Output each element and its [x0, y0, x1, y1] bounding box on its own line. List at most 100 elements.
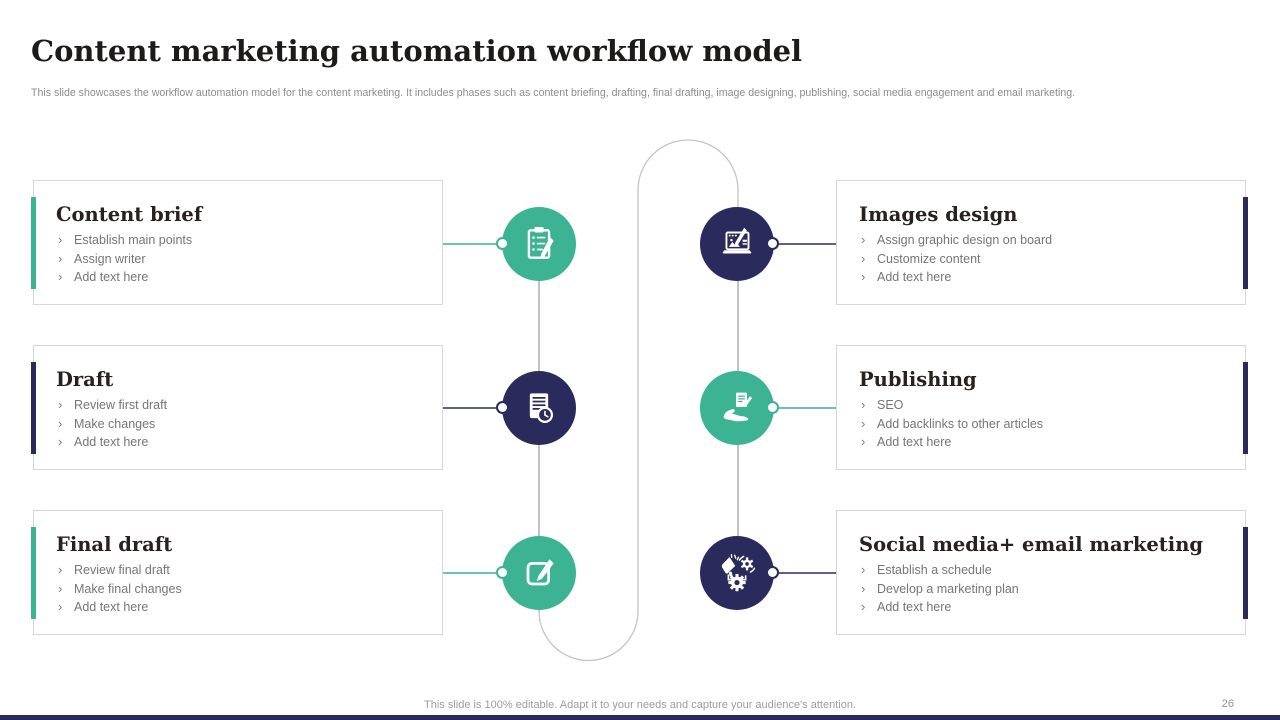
step-title: Social media+ email marketing	[859, 533, 1204, 556]
node-images-design	[700, 207, 774, 281]
step-box-social-email: Social media+ email marketing › Establish…	[836, 510, 1248, 635]
bullet-text: Assign graphic design on board	[877, 233, 1053, 247]
connector-dot	[496, 401, 509, 414]
list-item: › Add backlinks to other articles	[861, 415, 1245, 434]
accent-bar	[31, 197, 36, 289]
list-item: › Review first draft	[58, 396, 442, 415]
bullet-chevron-icon: ›	[58, 434, 63, 449]
design-laptop-icon	[722, 227, 752, 254]
list-item: › Develop a marketing plan	[861, 580, 1245, 599]
footer-note: This slide is 100% editable. Adapt it to…	[424, 699, 856, 711]
bullet-chevron-icon: ›	[861, 269, 866, 284]
edit-pencil-icon	[526, 559, 554, 586]
step-bullet-list: › SEO › Add backlinks to other articles › A…	[837, 396, 1245, 452]
accent-bar	[1243, 527, 1248, 619]
bullet-text: Add text here	[74, 270, 149, 284]
bullet-text: Develop a marketing plan	[877, 581, 1019, 596]
connector-dot	[496, 237, 509, 250]
bullet-chevron-icon: ›	[58, 269, 63, 284]
bullet-text: SEO	[877, 398, 904, 412]
step-box-draft: Draft › Review first draft › Make changes …	[31, 345, 443, 470]
bullet-text: Customize content	[877, 251, 981, 266]
bullet-text: Assign writer	[74, 251, 146, 266]
step-bullet-list: › Review first draft › Make changes › Add t…	[34, 396, 442, 452]
step-box-content-brief: Content brief › Establish main points › As…	[31, 180, 443, 305]
connector-dot	[766, 237, 779, 250]
bullet-chevron-icon: ›	[861, 415, 866, 431]
list-item: › Make final changes	[58, 580, 442, 599]
list-item: › Assign writer	[58, 250, 442, 269]
bullet-chevron-icon: ›	[861, 232, 866, 247]
list-item: › Make changes	[58, 415, 442, 434]
step-title: Images design	[859, 203, 1018, 226]
step-box-publishing: Publishing › SEO › Add backlinks to other …	[836, 345, 1248, 470]
bullet-text: Establish a schedule	[877, 563, 992, 577]
node-final-draft	[502, 536, 576, 610]
node-publishing	[700, 371, 774, 445]
list-item: › Establish a schedule	[861, 561, 1245, 580]
step-title: Publishing	[859, 368, 977, 391]
bullet-text: Add text here	[74, 600, 149, 614]
list-item: › Add text here	[861, 433, 1245, 452]
bullet-text: Review final draft	[74, 563, 170, 577]
accent-bar	[31, 362, 36, 454]
list-item: › Add text here	[58, 433, 442, 452]
node-content-brief	[502, 207, 576, 281]
accent-bar	[31, 527, 36, 619]
step-bullet-list: › Establish a schedule › Develop a marketi…	[837, 561, 1245, 617]
bullet-text: Add text here	[877, 435, 952, 449]
bullet-chevron-icon: ›	[58, 599, 63, 614]
hand-document-icon	[723, 392, 753, 422]
bullet-chevron-icon: ›	[58, 415, 63, 431]
bullet-chevron-icon: ›	[861, 397, 866, 412]
bullet-chevron-icon: ›	[58, 232, 63, 247]
bullet-chevron-icon: ›	[861, 434, 866, 449]
step-box-images-design: Images design › Assign graphic design on …	[836, 180, 1248, 305]
bullet-chevron-icon: ›	[58, 250, 63, 266]
bullet-chevron-icon: ›	[861, 599, 866, 614]
bullet-text: Add backlinks to other articles	[877, 416, 1044, 431]
step-box-final-draft: Final draft › Review final draft › Make fi…	[31, 510, 443, 635]
bullet-text: Add text here	[877, 600, 952, 614]
list-item: › Add text here	[861, 268, 1245, 287]
list-item: › Establish main points	[58, 231, 442, 250]
step-title: Draft	[56, 368, 114, 391]
list-item: › Add text here	[58, 598, 442, 617]
step-title: Final draft	[56, 533, 173, 556]
page-title: Content marketing automation workflow mo…	[31, 34, 803, 68]
step-bullet-list: › Assign graphic design on board › Customi…	[837, 231, 1245, 287]
slide-subtitle: This slide showcases the workflow automa…	[31, 87, 1076, 99]
page-number: 26	[1221, 698, 1234, 710]
bullet-text: Make changes	[74, 416, 156, 431]
accent-bar	[1243, 197, 1248, 289]
connector-dot	[496, 566, 509, 579]
clipboard-checklist-icon	[527, 227, 554, 259]
megaphone-gears-icon	[721, 553, 756, 592]
bullet-chevron-icon: ›	[861, 580, 866, 596]
bottom-accent-bar	[0, 715, 1280, 720]
list-item: › Add text here	[861, 598, 1245, 617]
bullet-chevron-icon: ›	[861, 562, 866, 577]
bullet-chevron-icon: ›	[58, 580, 63, 596]
bullet-chevron-icon: ›	[861, 250, 866, 266]
bullet-chevron-icon: ›	[58, 397, 63, 412]
list-item: › Review final draft	[58, 561, 442, 580]
list-item: › Add text here	[58, 268, 442, 287]
bullet-text: Add text here	[74, 435, 149, 449]
bullet-text: Add text here	[877, 270, 952, 284]
node-social-email	[700, 536, 774, 610]
node-draft	[502, 371, 576, 445]
bullet-chevron-icon: ›	[58, 562, 63, 577]
step-bullet-list: ›Review final draft ›Make final changes …	[34, 561, 442, 617]
list-item: › SEO	[861, 396, 1245, 415]
connector-dot	[766, 401, 779, 414]
step-title: Content brief	[56, 203, 203, 226]
bullet-text: Review first draft	[74, 398, 168, 412]
bullet-text: Establish main points	[74, 233, 193, 247]
list-item: › Assign graphic design on board	[861, 231, 1245, 250]
list-item: › Customize content	[861, 250, 1245, 269]
bullet-text: Make final changes	[74, 581, 182, 596]
accent-bar	[1243, 362, 1248, 454]
step-bullet-list: › Establish main points › Assign writer › A…	[34, 231, 442, 287]
